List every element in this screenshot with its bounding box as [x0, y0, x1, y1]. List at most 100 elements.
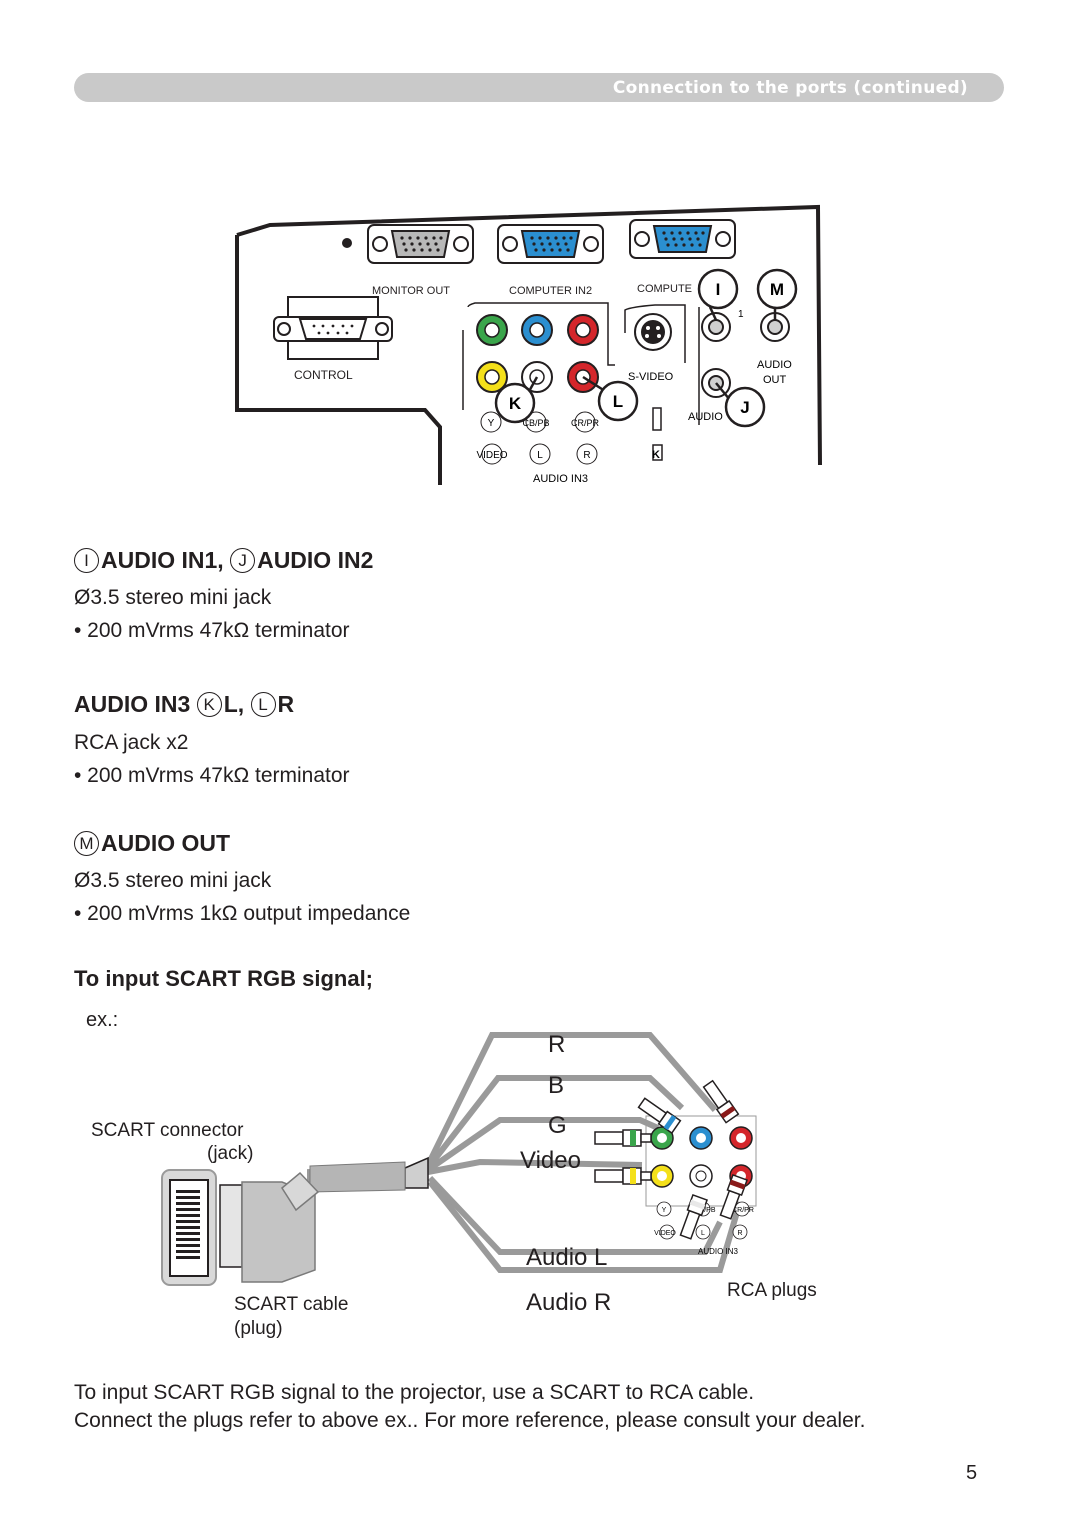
label-audio-in3: AUDIO IN3: [533, 473, 588, 485]
label-computer: COMPUTE: [637, 283, 692, 295]
badge-l: L: [250, 692, 276, 717]
wire-label-g: G: [548, 1112, 567, 1139]
lock-slot: [652, 444, 663, 461]
scart-main-cable: [309, 1161, 406, 1193]
label-circle-cb: CB/PB: [522, 411, 550, 433]
callout-m-letter: M: [770, 280, 784, 299]
rca-panel-outline: [467, 302, 615, 366]
mini-label-y: Y: [662, 1207, 667, 1214]
audio-in-spec-jack: Ø3.5 stereo mini jack: [74, 586, 272, 609]
label-circle-r: R: [576, 443, 598, 465]
rca-plug-video: [594, 1167, 652, 1185]
label-control: CONTROL: [294, 368, 353, 382]
heading-audio-in3-prefix: AUDIO IN3: [74, 691, 197, 717]
badge-j: J: [230, 548, 256, 573]
rear-panel-figure: MONITOR OUT COMPUTER IN2 COMPUTE: [235, 204, 822, 485]
audio-out-spec-impedance: • 200 mVrms 1kΩ output impedance: [74, 902, 411, 925]
callout-i: I: [697, 268, 739, 321]
badge-k: K: [196, 692, 222, 717]
heading-audio-in3-r: R: [277, 691, 295, 717]
heading-audio-in3-l: L,: [223, 691, 251, 717]
rca-plug-audio-l: [679, 1193, 709, 1240]
example-label: ex.:: [86, 1009, 119, 1031]
badge-m: M: [74, 831, 99, 856]
mini-label-cb: CB/PB: [694, 1207, 715, 1214]
scart-cable-figure: Y CB/PB CR/PR VIDEO L R AUDIO IN3 R B: [91, 1031, 817, 1339]
wire-label-audio-r: Audio R: [526, 1289, 611, 1316]
callout-l-letter: L: [613, 392, 623, 411]
audio-out-spec-jack: Ø3.5 stereo mini jack: [74, 869, 272, 892]
rca-plug-g: [594, 1129, 652, 1147]
rca-jack-green: [476, 314, 508, 346]
mini-rca-panel: [645, 1115, 757, 1240]
label-audio-out-2: OUT: [763, 374, 787, 386]
heading-audio-in1-text: AUDIO IN1,: [101, 547, 231, 573]
heading-audio-out-text: AUDIO OUT: [101, 830, 231, 856]
wire-label-b: B: [548, 1072, 564, 1099]
label-l: L: [537, 450, 543, 461]
label-scart-plug: (plug): [234, 1318, 283, 1339]
wire-label-video: Video: [520, 1147, 581, 1174]
panel-outline-top: [236, 204, 822, 466]
callout-k: K: [494, 376, 539, 424]
footer-paragraph-line2: Connect the plugs refer to above ex.. Fo…: [74, 1409, 866, 1432]
label-circle-l: L: [529, 443, 551, 465]
label-scart-jack: (jack): [207, 1143, 253, 1164]
label-scart-connector: SCART connector: [91, 1120, 244, 1141]
screw-hole: [342, 238, 352, 248]
label-video: VIDEO: [476, 450, 507, 461]
audio-in3-spec-jack: RCA jack x2: [74, 731, 189, 754]
callout-k-letter: K: [509, 394, 522, 413]
mini-label-audio-in3: AUDIO IN3: [698, 1247, 739, 1256]
label-audio: AUDIO: [688, 411, 723, 423]
label-s-video: S-VIDEO: [628, 371, 674, 383]
rca-plug-b: [637, 1097, 682, 1135]
page-number: 5: [966, 1462, 978, 1484]
mini-label-l: L: [701, 1230, 705, 1237]
computer-in1-port: [629, 219, 736, 259]
tab-marker-small: [652, 407, 662, 431]
label-rca-plugs: RCA plugs: [727, 1280, 817, 1301]
callout-j: J: [715, 382, 766, 428]
label-y: Y: [488, 418, 495, 429]
panel-outline-left: [235, 235, 442, 485]
label-cr-pr: CR/PR: [571, 418, 600, 428]
callout-j-letter: J: [740, 398, 749, 417]
label-r: R: [583, 450, 590, 461]
callout-l: L: [582, 375, 639, 422]
label-monitor-out: MONITOR OUT: [372, 285, 450, 297]
callout-m: M: [756, 268, 798, 320]
label-cb-pb: CB/PB: [522, 418, 549, 428]
label-num1: 1: [738, 309, 744, 320]
scart-connector-jack: [161, 1169, 217, 1286]
audio-in3-spec-terminator: • 200 mVrms 47kΩ terminator: [74, 764, 350, 787]
mini-label-cr: CR/PR: [732, 1207, 754, 1214]
label-computer-in2: COMPUTER IN2: [509, 285, 592, 297]
mini-label-r: R: [737, 1230, 742, 1237]
wire-label-audio-l: Audio L: [526, 1244, 607, 1271]
rca-plug-audio-r: [719, 1173, 749, 1220]
scart-cable-wires: [307, 1032, 743, 1273]
label-scart-cable: SCART cable: [234, 1294, 348, 1315]
heading-audio-in2-text: AUDIO IN2: [257, 547, 374, 573]
s-video-port: [624, 304, 686, 363]
callout-i-letter: I: [716, 280, 721, 299]
label-circle-video: VIDEO: [476, 443, 508, 465]
rca-jack-yellow: [476, 361, 508, 393]
rca-jack-blue: [521, 314, 553, 346]
monitor-out-port: [367, 224, 474, 264]
rca-jack-red: [567, 314, 599, 346]
label-circle-y: Y: [480, 411, 502, 433]
scart-cable-plug: [219, 1171, 320, 1283]
footer-paragraph-line1: To input SCART RGB signal to the project…: [74, 1381, 755, 1404]
lock-slot-letter: K: [652, 449, 660, 461]
wire-label-r: R: [548, 1031, 565, 1058]
control-port: [273, 296, 393, 360]
badge-i: I: [74, 548, 99, 573]
label-audio-out-1: AUDIO: [757, 359, 792, 371]
cable-splitter: [404, 1156, 429, 1189]
section-header-bar: Connection to the ports (continued): [74, 73, 1004, 102]
